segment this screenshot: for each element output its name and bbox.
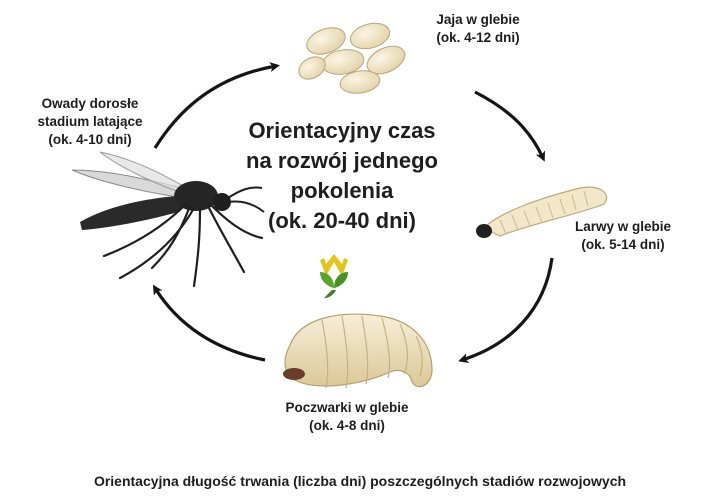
stage-larvae-label: Larwy w glebie (ok. 5-14 dni) (548, 218, 698, 254)
stage-adults-name-line2: stadium latające (37, 114, 143, 129)
stage-adults-duration: (ok. 4-10 dni) (48, 132, 132, 147)
stage-eggs-name: Jaja w glebie (436, 12, 520, 27)
arrow-adults-to-eggs (153, 62, 280, 149)
center-title-line4: (ok. 20-40 dni) (268, 208, 416, 233)
stage-pupae-label: Poczwarki w glebie (ok. 4-8 dni) (252, 399, 442, 435)
logo-icon (320, 254, 348, 298)
center-title-line1: Orientacyjny czas (248, 118, 436, 143)
center-title: Orientacyjny czas na rozwój jednego poko… (222, 116, 462, 236)
arrow-larvae-to-pupae (458, 257, 554, 363)
stage-pupae-name: Poczwarki w glebie (285, 400, 409, 415)
center-title-line2: na rozwój jednego (246, 148, 438, 173)
stage-eggs-duration: (ok. 4-12 dni) (436, 30, 520, 45)
arrow-eggs-to-larvae (474, 90, 546, 162)
stage-larvae-duration: (ok. 5-14 dni) (581, 237, 665, 252)
arrow-pupae-to-adults (152, 284, 266, 362)
adult-insect-icon (71, 151, 265, 288)
stage-adults-name-line1: Owady dorosłe (41, 96, 139, 111)
eggs-icon (298, 22, 406, 94)
stage-eggs-label: Jaja w glebie (ok. 4-12 dni) (403, 11, 553, 47)
stage-adults-label: Owady dorosłe stadium latające (ok. 4-10… (10, 95, 170, 149)
caption-line1: Orientacyjna długość trwania (liczba dni… (93, 473, 627, 489)
pupa-icon (283, 313, 433, 389)
larva-icon (476, 186, 608, 238)
stage-pupae-duration: (ok. 4-8 dni) (309, 418, 385, 433)
center-title-line3: pokolenia (290, 178, 394, 203)
stage-larvae-name: Larwy w glebie (574, 219, 672, 234)
caption: Orientacyjna długość trwania (liczba dni… (0, 472, 720, 491)
